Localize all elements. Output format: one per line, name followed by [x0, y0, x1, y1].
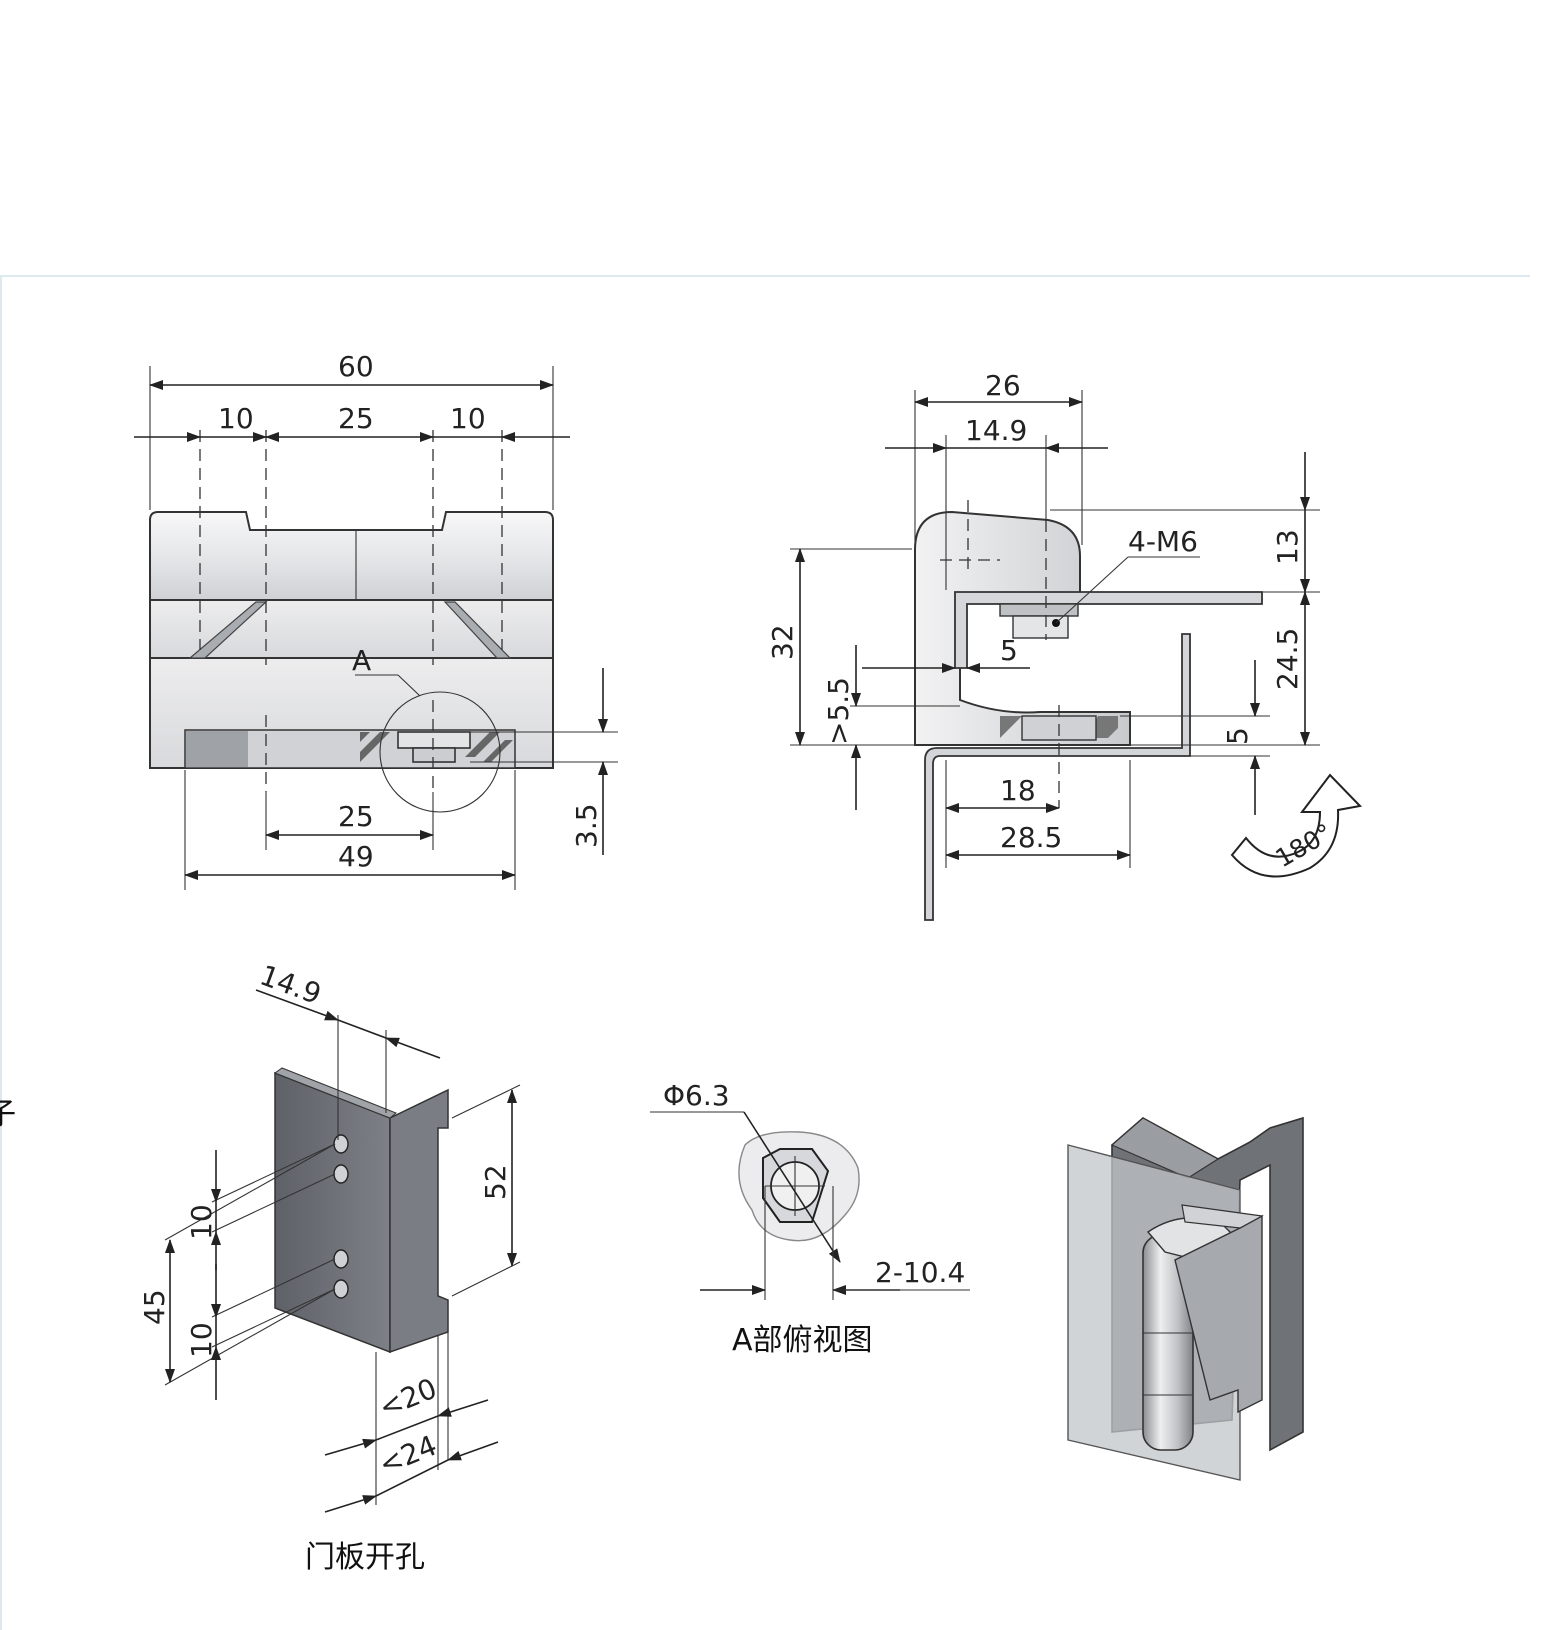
- caption-detail-a: A部俯视图: [732, 1323, 873, 1358]
- dim-side-18: 18: [1000, 774, 1036, 807]
- dim-side-24-5: 24.5: [1271, 628, 1304, 690]
- dim-cutout-lt-20: <20: [374, 1372, 441, 1425]
- dim-cutout-45: 45: [138, 1289, 171, 1325]
- isometric-view: [1067, 1116, 1304, 1481]
- dim-front-seg-left: 10: [218, 402, 254, 435]
- dim-side-26: 26: [985, 369, 1021, 402]
- door-cutout-view: 14.9 52 10 45 10 <20 <24: [138, 959, 521, 1575]
- dim-side-32: 32: [766, 624, 799, 660]
- detail-hole-dia: Φ6.3: [663, 1079, 730, 1112]
- caption-door-cutout: 门板开孔: [305, 1540, 425, 1575]
- detail-slot: 2-10.4: [875, 1256, 965, 1289]
- dim-side-min-5-5: >5.5: [822, 677, 855, 745]
- dim-side-14-9: 14.9: [965, 414, 1027, 447]
- dim-side-5-right: 5: [1221, 727, 1254, 745]
- detail-a-circle: [379, 691, 501, 813]
- front-view: A 60 10 25 10 25 49 3.: [134, 350, 618, 890]
- edge-fragment-text: 子: [0, 1097, 16, 1132]
- side-thread-label: 4-M6: [1128, 525, 1198, 558]
- dim-side-28-5: 28.5: [1000, 821, 1062, 854]
- front-hinge-body: [149, 511, 554, 813]
- dim-front-bottom-total: 49: [338, 840, 374, 873]
- dim-front-seg-mid: 25: [338, 402, 374, 435]
- rotation-arrow-icon: [1230, 773, 1363, 878]
- door-panel: [274, 1071, 391, 1354]
- dim-front-seg-right: 10: [450, 402, 486, 435]
- detail-a-view: Φ6.3 2-10.4 A部俯视图: [650, 1079, 970, 1358]
- dim-front-offset: 3.5: [570, 803, 603, 848]
- dim-cutout-52: 52: [479, 1164, 512, 1200]
- side-knuckle: [914, 510, 1131, 746]
- dim-front-bottom-inner: 25: [338, 800, 374, 833]
- dim-side-13: 13: [1271, 529, 1304, 565]
- dim-front-width: 60: [338, 350, 374, 383]
- dim-cutout-10-top: 10: [185, 1204, 218, 1240]
- dim-side-5-top: 5: [1000, 634, 1018, 667]
- detail-a-label: A: [352, 644, 371, 677]
- side-view: 26 14.9 4-M6 13 24.5 32 5 >5.5: [766, 369, 1363, 921]
- dim-cutout-10-bottom: 10: [185, 1322, 218, 1358]
